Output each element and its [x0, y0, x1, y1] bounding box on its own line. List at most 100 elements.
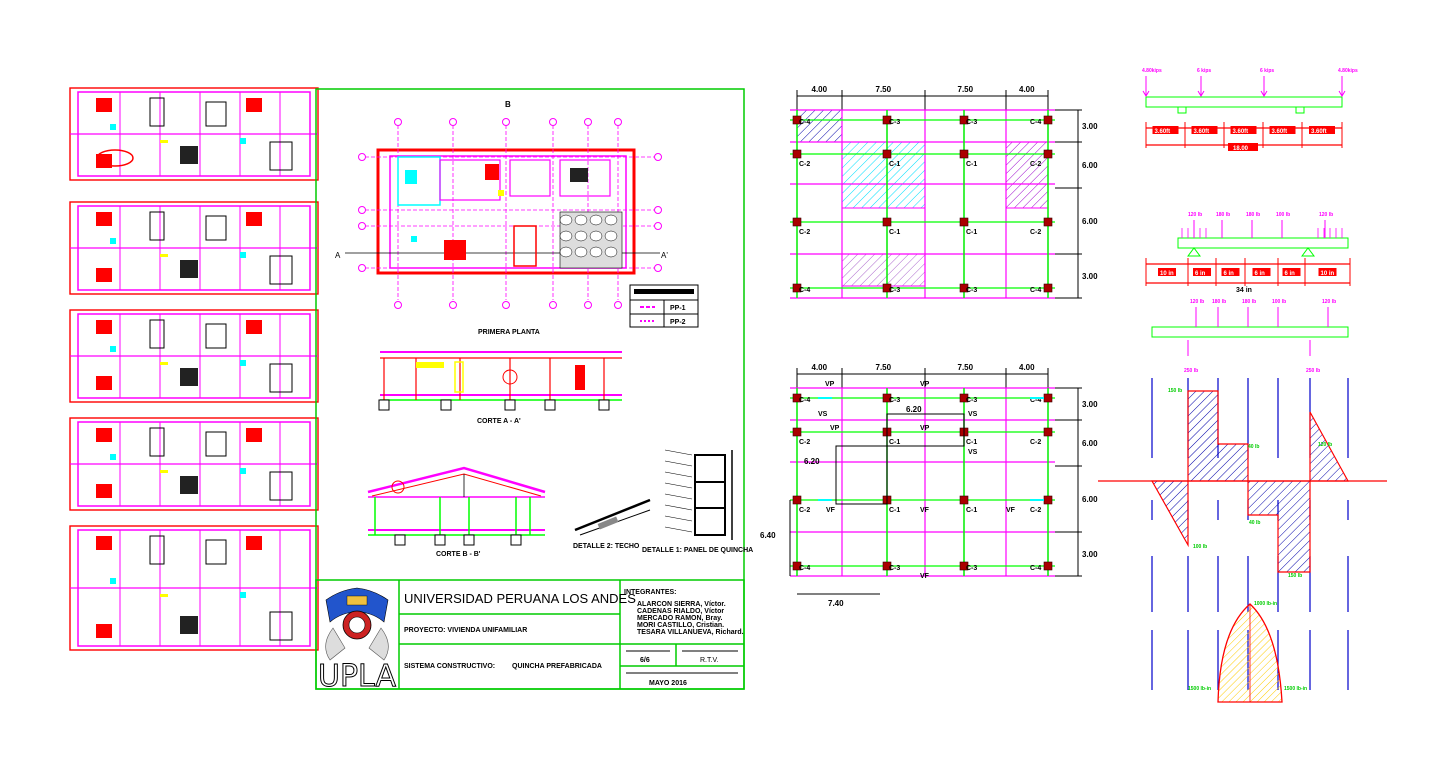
span-dimension: 4.00 [812, 85, 828, 94]
legend-item-pp2: PP-2 [670, 319, 686, 326]
panel-detail-leader [664, 482, 693, 489]
total-span-label: 18.00 [1233, 146, 1249, 152]
span-dimension: 7.50 [958, 85, 974, 94]
column-label: C-1 [889, 439, 900, 446]
beam-tag: VP [920, 425, 930, 432]
column-label: C-1 [889, 161, 900, 168]
segment-label: 10 in [1160, 271, 1174, 277]
support-1 [1177, 106, 1187, 114]
beam-tag: VP [825, 381, 835, 388]
inner-dimension: 6.20 [804, 457, 820, 466]
column-marker [882, 561, 892, 571]
load-label: 120 lb [1319, 212, 1333, 218]
shear-value-label: 100 lb [1193, 544, 1207, 550]
load-label: 120 lb [1322, 299, 1336, 305]
column-label: C-4 [799, 119, 810, 126]
axis-bubble [358, 153, 366, 161]
column-marker [1043, 495, 1053, 505]
shear-value-label: 120 lb [1318, 442, 1332, 448]
upla-logo: UPLA [318, 587, 397, 695]
load-arrowhead [1338, 90, 1346, 97]
construction-system-label: SISTEMA CONSTRUCTIVO: [404, 663, 495, 670]
table-symbol [180, 260, 198, 278]
bed-symbol [246, 428, 262, 442]
stair-symbol [149, 97, 165, 127]
load-label: 180 lb [1242, 299, 1256, 305]
member-5: TESARA VILLANUEVA, Richard. [637, 629, 744, 636]
column-label: C-1 [966, 507, 977, 514]
column-label: C-3 [889, 119, 900, 126]
segment-bg [1221, 268, 1240, 276]
column-label: C-3 [966, 287, 977, 294]
bed-symbol [485, 164, 499, 180]
fixture-symbol [240, 468, 246, 474]
segment-bg [1191, 126, 1218, 134]
column-label: C-3 [889, 565, 900, 572]
footing [463, 534, 475, 546]
segment-bg [1282, 268, 1301, 276]
column-marker [959, 561, 969, 571]
legend-item-pp1: PP-1 [670, 305, 686, 312]
member-1: ALARCON SIERRA, Víctor. [637, 601, 726, 608]
row-dimension: 3.00 [1082, 400, 1098, 409]
stone-symbol [604, 246, 618, 258]
shaft-symbol [269, 363, 293, 393]
dining [559, 159, 611, 197]
member-4: MORI CASTILLO, Cristian. [637, 622, 724, 629]
segment-bg [1193, 268, 1211, 276]
shaft-symbol [269, 611, 293, 641]
project-name: PROYECTO: VIVIENDA UNIFAMILIAR [404, 627, 527, 634]
footing [434, 534, 446, 546]
hatched-panel [841, 253, 926, 287]
panel-detail-leader [664, 493, 693, 500]
beam-tag: VS [818, 411, 828, 418]
column-label: C-2 [1030, 229, 1041, 236]
load-label: 120 lb [1188, 212, 1202, 218]
shear-value-label: 150 lb [1288, 573, 1302, 579]
beam-3 [1151, 326, 1349, 338]
segment-label: 3.60ft [1155, 129, 1171, 135]
shear-block-positive [1309, 411, 1350, 482]
construction-system-value: QUINCHA PREFABRICADA [512, 663, 602, 670]
load-label: 100 lb [1276, 212, 1290, 218]
stone-symbol [589, 230, 603, 242]
bed-symbol [246, 98, 262, 112]
side-dimension: 6.40 [760, 531, 776, 540]
detail-roof-title: DETALLE 2: TECHO [573, 543, 640, 550]
bottom-dimension: 7.40 [828, 599, 844, 608]
logo-text: UPLA [318, 659, 396, 694]
segment-bg [1158, 268, 1176, 276]
column-label: C-2 [799, 229, 810, 236]
axis-bubble [654, 153, 662, 161]
moment-value-label: 1500 lb-in [1188, 686, 1211, 692]
fixture-symbol [240, 138, 246, 144]
column-label: C-2 [1030, 439, 1041, 446]
axis-bubble [549, 301, 557, 309]
column-label: C-3 [889, 397, 900, 404]
shaft-symbol [205, 101, 227, 127]
column-marker [792, 495, 802, 505]
detail-panel-title: DETALLE 1: PANEL DE QUINCHA [642, 547, 753, 554]
column-label: C-2 [799, 161, 810, 168]
column-marker [959, 393, 969, 403]
stair-symbol [149, 535, 165, 565]
kitchen [509, 159, 551, 197]
footing [510, 534, 522, 546]
support-2 [1295, 106, 1305, 114]
load-label: 180 lb [1216, 212, 1230, 218]
column-marker [882, 283, 892, 293]
stone-symbol [559, 214, 573, 226]
load-label: 6 kips [1197, 68, 1211, 74]
column-marker [959, 149, 969, 159]
shear-block-negative [1150, 480, 1189, 548]
section-b-title: CORTE B - B' [436, 551, 481, 558]
stone-symbol [604, 230, 618, 242]
column-label: C-2 [799, 507, 810, 514]
segment-label: 3.60ft [1233, 129, 1249, 135]
member-3: MERCADO RAMON, Bray. [637, 615, 722, 622]
span-dimension: 4.00 [1019, 85, 1035, 94]
axis-bubble [502, 301, 510, 309]
beam-tag: VF [1006, 507, 1016, 514]
load-label: 4.80kips [1142, 68, 1162, 74]
